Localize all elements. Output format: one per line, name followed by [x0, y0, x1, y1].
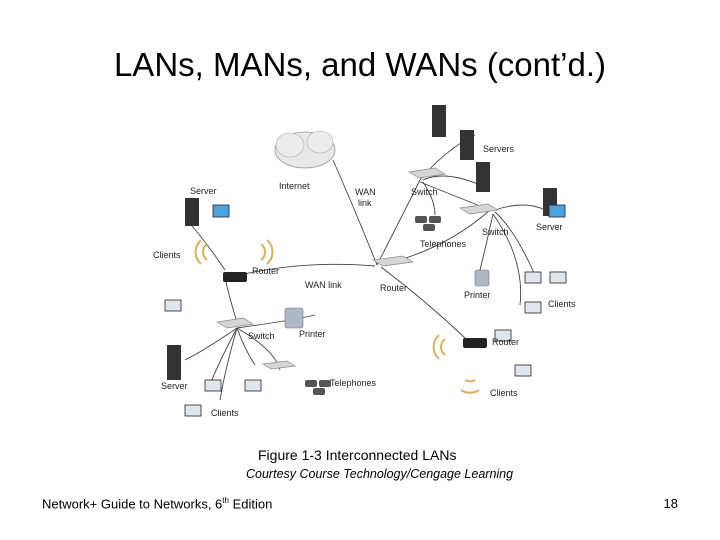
- label-router-center: Router: [380, 283, 407, 293]
- label-servers: Servers: [483, 144, 515, 154]
- label-printer-left: Printer: [299, 329, 326, 339]
- internet-cloud-icon: [274, 130, 336, 169]
- switch-icon: [215, 167, 500, 370]
- client-laptop-icon: [164, 204, 567, 417]
- printer-icon: [284, 269, 490, 329]
- label-server-left-top: Server: [190, 186, 217, 196]
- label-switch-right: Switch: [482, 227, 509, 237]
- label-wan-link-top-2: link: [358, 198, 372, 208]
- label-switch-left: Switch: [248, 331, 275, 341]
- page-number: 18: [663, 496, 678, 511]
- label-clients-right: Clients: [548, 299, 576, 309]
- label-clients-left: Clients: [153, 250, 181, 260]
- label-printer-right: Printer: [464, 290, 491, 300]
- wireless-signal-icon: [194, 239, 480, 394]
- network-diagram: Internet WAN link Servers Switch Telepho…: [145, 100, 585, 430]
- label-telephones-top: Telephones: [420, 239, 467, 249]
- footer-book-title: Network+ Guide to Networks, 6th Edition: [42, 496, 272, 511]
- label-clients-bottom-left: Clients: [211, 408, 239, 418]
- label-router-left: Router: [252, 266, 279, 276]
- label-wan-link-left: WAN link: [305, 280, 342, 290]
- router-icon: [223, 272, 487, 348]
- label-internet: Internet: [279, 181, 310, 191]
- label-telephones-bottom: Telephones: [330, 378, 377, 388]
- label-clients-bottom-right: Clients: [490, 388, 518, 398]
- footer-book-suffix: Edition: [228, 496, 273, 512]
- footer-book-sup: th: [222, 496, 229, 505]
- telephone-icon: [305, 216, 441, 395]
- slide-title: LANs, MANs, and WANs (cont’d.): [113, 46, 607, 83]
- network-links: [184, 134, 546, 401]
- footer-book-main: Network+ Guide to Networks, 6: [42, 496, 223, 512]
- server-tower-icon: [167, 105, 557, 380]
- label-server-left-bottom: Server: [161, 381, 188, 391]
- label-switch-top: Switch: [411, 187, 438, 197]
- label-server-right: Server: [536, 222, 563, 232]
- figure-credit: Courtesy Course Technology/Cengage Learn…: [246, 467, 514, 481]
- label-router-right: Router: [492, 337, 519, 347]
- figure-caption: Figure 1-3 Interconnected LANs: [258, 447, 457, 463]
- label-wan-link-top: WAN: [355, 187, 376, 197]
